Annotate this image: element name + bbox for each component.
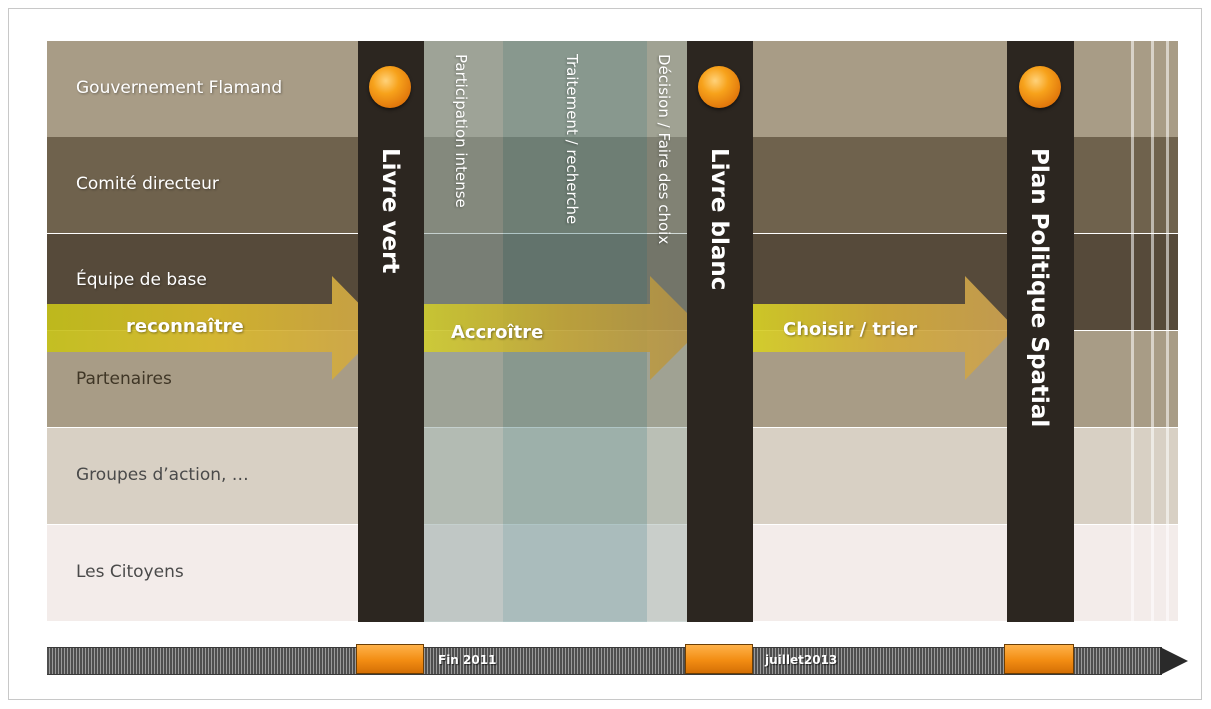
arrow-label-accroitre: Accroître <box>451 322 544 343</box>
arrow-label-choisir: Choisir / trier <box>783 319 918 340</box>
right-strip <box>1166 41 1169 622</box>
milestone-livre-blanc <box>687 41 753 622</box>
timeline-arrowhead-icon <box>1160 647 1188 675</box>
arrow-accroitre <box>424 276 702 380</box>
right-strip <box>1151 41 1154 622</box>
milestone-plan-politique <box>1007 41 1074 622</box>
milestone-label-plan-politique: Plan Politique Spatial <box>1026 148 1052 428</box>
milestone-label-livre-blanc: Livre blanc <box>706 148 732 291</box>
row-label-partenaires: Partenaires <box>76 369 172 389</box>
milestone-label-livre-vert: Livre vert <box>377 148 403 274</box>
phase-label-traitement: Traitement / recherche <box>563 54 581 225</box>
arrow-label-reconnaitre: reconnaître <box>126 316 244 337</box>
orb-icon <box>698 66 740 108</box>
row-label-equipe: Équipe de base <box>76 270 207 290</box>
row-label-gouvernement: Gouvernement Flamand <box>76 78 283 98</box>
timeline-label-fin-2011: Fin 2011 <box>438 653 497 667</box>
orb-icon <box>1019 66 1061 108</box>
right-strip <box>1131 41 1134 622</box>
arrow-choisir <box>753 276 1015 380</box>
diagram-frame <box>8 8 1202 700</box>
timeline-marker <box>685 644 753 674</box>
phase-label-decision: Décision / Faire des choix <box>655 54 673 245</box>
timeline-bar <box>47 647 1162 675</box>
orb-icon <box>369 66 411 108</box>
timeline-marker <box>356 644 424 674</box>
timeline-marker <box>1004 644 1074 674</box>
row-label-citoyens: Les Citoyens <box>76 562 184 582</box>
phase-label-participation: Participation intense <box>452 54 470 208</box>
row-label-groupes: Groupes d’action, … <box>76 465 249 485</box>
row-label-comite: Comité directeur <box>76 174 219 194</box>
timeline-label-juillet-2013: juillet2013 <box>765 653 838 667</box>
milestone-livre-vert <box>358 41 424 622</box>
arrow-reconnaitre <box>47 276 383 380</box>
